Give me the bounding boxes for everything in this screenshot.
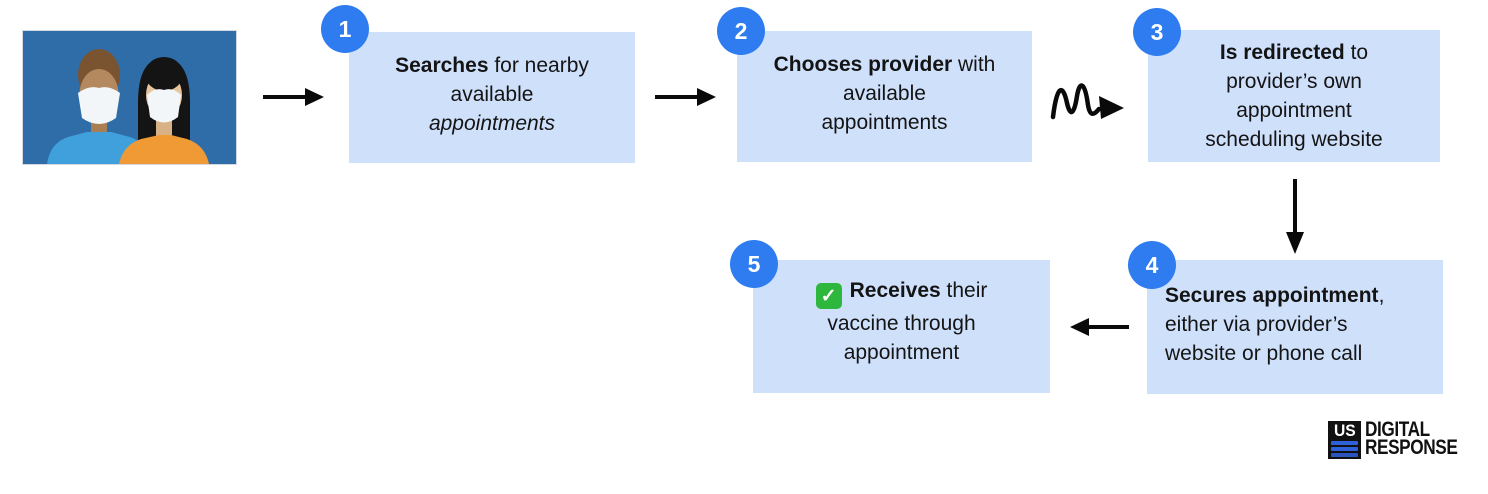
usdr-logo-us-text: US bbox=[1333, 421, 1356, 440]
man-with-mask bbox=[47, 49, 151, 164]
step-5-badge: 5 bbox=[730, 240, 778, 288]
step-3-text: Is redirected to provider’s own appointm… bbox=[1205, 41, 1383, 151]
step-3-badge: 3 bbox=[1133, 8, 1181, 56]
arrow-right-icon bbox=[655, 88, 716, 106]
step-4-box: Secures appointment, either via provider… bbox=[1147, 260, 1443, 394]
step-3-box: Is redirected to provider’s own appointm… bbox=[1148, 30, 1440, 162]
step-2-box: Chooses provider with available appointm… bbox=[737, 31, 1032, 162]
step-4-text: Secures appointment, either via provider… bbox=[1165, 284, 1385, 365]
step-1-badge: 1 bbox=[321, 5, 369, 53]
step-2-text: Chooses provider with available appointm… bbox=[773, 53, 996, 134]
usdr-logo-wordmark: DIGITAL RESPONSE bbox=[1365, 418, 1458, 459]
arrow-right-icon bbox=[263, 88, 324, 106]
squiggly-arrow-right-icon bbox=[1050, 83, 1124, 120]
usdr-logo-line1: DIGITAL bbox=[1365, 418, 1430, 441]
woman-with-mask bbox=[119, 57, 209, 164]
usdr-logo-stripes bbox=[1331, 441, 1358, 457]
usdr-logo: US DIGITAL RESPONSE bbox=[1328, 418, 1478, 459]
arrow-left-icon bbox=[1070, 318, 1129, 336]
step-5-box: ✓Receives their vaccine through appointm… bbox=[753, 260, 1050, 393]
step-4-badge: 4 bbox=[1128, 241, 1176, 289]
people-wearing-masks-illustration bbox=[22, 30, 237, 165]
usdr-logo-line2: RESPONSE bbox=[1365, 436, 1458, 459]
step-5-text: ✓Receives their vaccine through appointm… bbox=[815, 276, 987, 368]
usdr-logo-us-flag-block: US bbox=[1328, 421, 1361, 459]
step-1-text: Searches for nearby available appointmen… bbox=[395, 54, 589, 135]
step-2-badge: 2 bbox=[717, 7, 765, 55]
arrow-down-icon bbox=[1286, 179, 1304, 254]
check-mark-icon: ✓ bbox=[815, 283, 842, 310]
step-1-box: Searches for nearby available appointmen… bbox=[349, 32, 635, 163]
